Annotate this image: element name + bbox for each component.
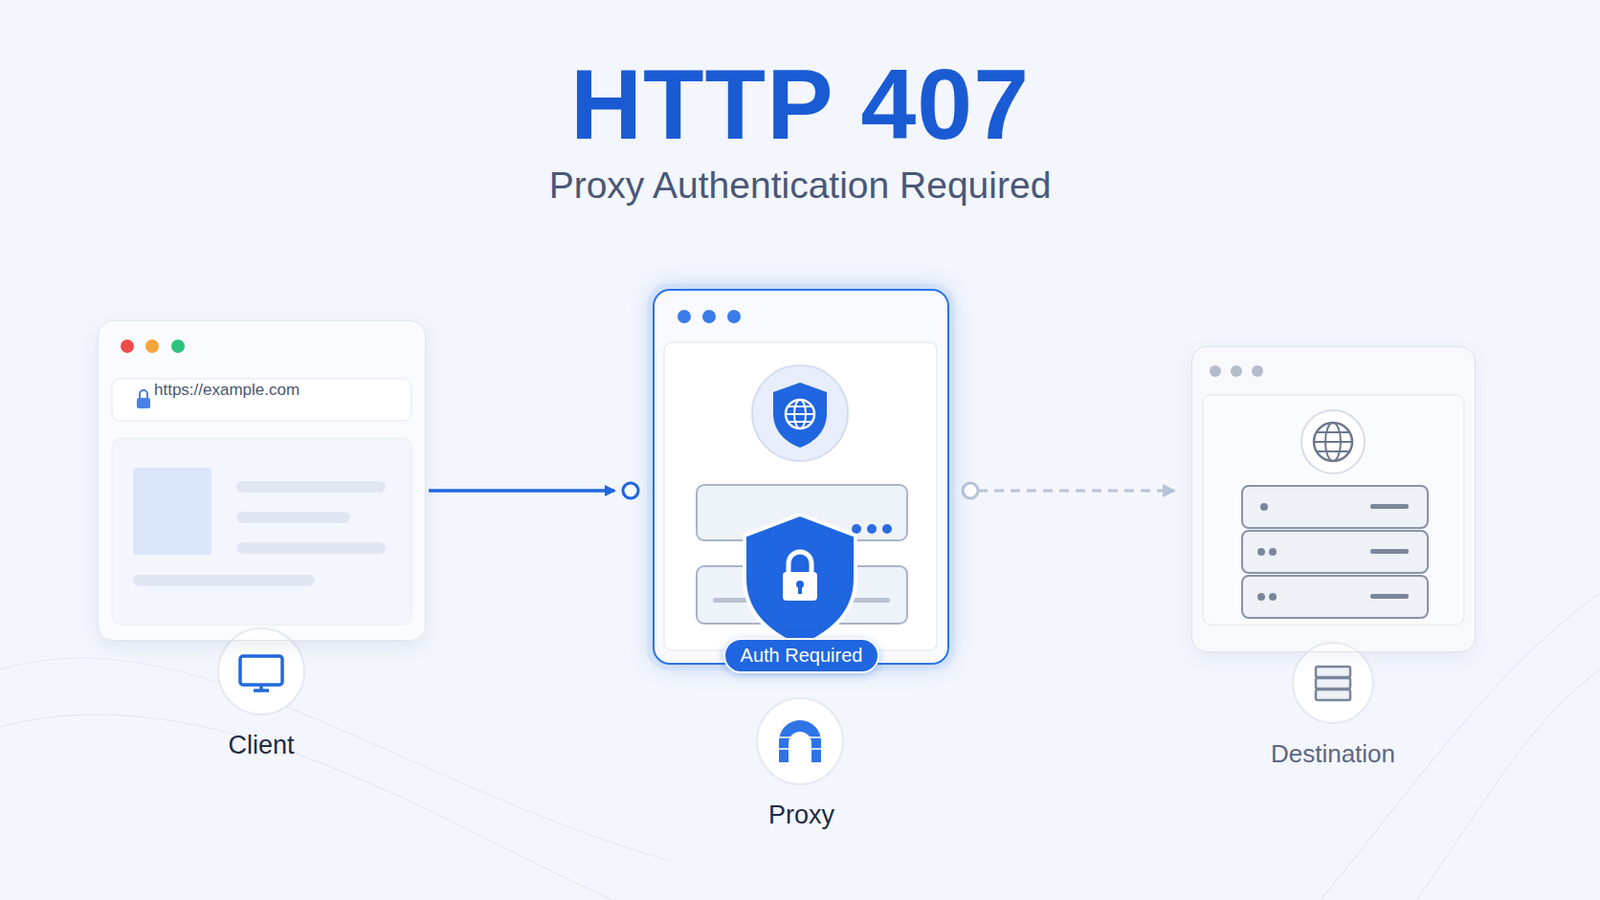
window-box: https://example.comClient xyxy=(97,320,426,642)
destination-window-art xyxy=(1191,346,1476,724)
node-label: Client xyxy=(227,731,294,761)
connector xyxy=(428,483,639,499)
window-box: Destination xyxy=(1191,346,1476,653)
window-box: Auth RequiredProxy xyxy=(652,288,950,666)
node-label: Proxy xyxy=(768,800,835,831)
subtitle: Proxy Authentication Required xyxy=(0,164,1600,207)
connector xyxy=(962,483,1175,499)
url-text: https://example.com xyxy=(154,380,300,400)
title: HTTP 407 xyxy=(0,47,1600,162)
proxy-window-art xyxy=(646,283,956,785)
auth-badge: Auth Required xyxy=(723,638,881,674)
client-window-art xyxy=(97,320,426,715)
node-label: Destination xyxy=(1270,739,1396,770)
